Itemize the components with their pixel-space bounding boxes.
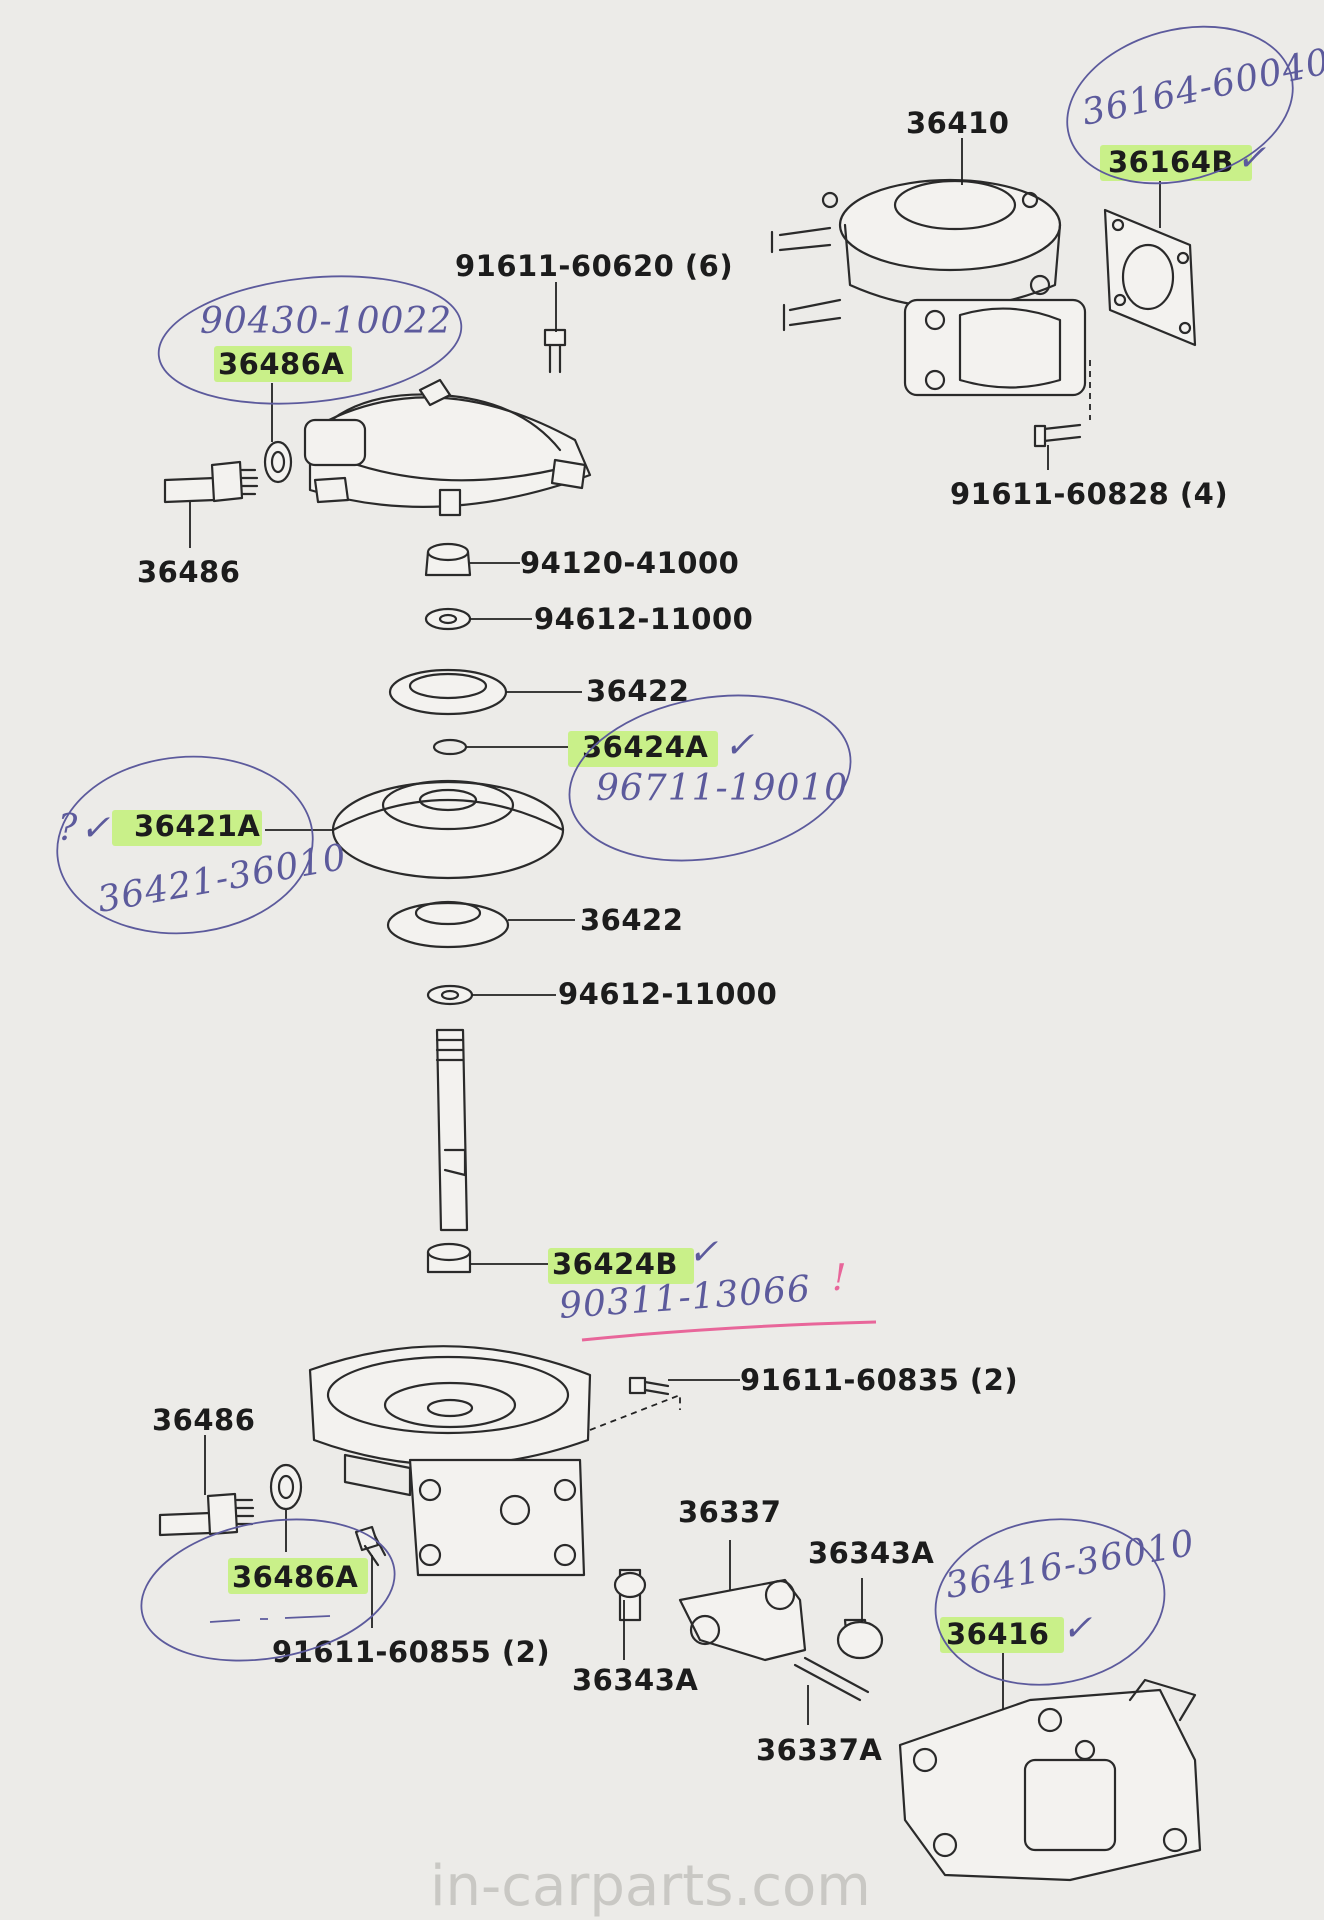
label-36337: 36337 <box>678 1495 781 1529</box>
note-36421-36010: 36421-36010 <box>94 837 350 921</box>
highlight-36424A <box>568 731 718 767</box>
label-91611-60835: 91611-60835 (2) <box>740 1363 1018 1397</box>
ink-circle-36486A-lower <box>140 1518 396 1662</box>
note-question-mark: ? <box>58 808 78 849</box>
label-36422-upper: 36422 <box>586 674 689 708</box>
label-94612-11000-upper: 94612-11000 <box>534 602 753 636</box>
label-36421A: 36421A <box>134 809 260 843</box>
label-36337A: 36337A <box>756 1733 882 1767</box>
check-36424B: ✓ <box>688 1232 719 1273</box>
ink-circle-36421 <box>56 755 314 935</box>
lever-drawing <box>613 1568 884 1702</box>
ink-circle-96711 <box>568 694 852 862</box>
label-94120-41000: 94120-41000 <box>520 546 739 580</box>
ink-circle-36164 <box>1066 25 1294 185</box>
check-36164B: ✓ <box>1236 138 1267 179</box>
watermark: in-carparts.com <box>430 1854 871 1919</box>
note-96711-19010: 96711-19010 <box>596 768 848 809</box>
highlight-36486A-lower <box>228 1558 368 1594</box>
label-36416: 36416 <box>946 1617 1049 1651</box>
highlight-36421A <box>112 810 262 846</box>
label-36410: 36410 <box>906 106 1009 140</box>
label-36486A-top: 36486A <box>218 347 344 381</box>
pink-underline <box>581 1320 877 1342</box>
bottom-assembly-drawing <box>898 1678 1202 1882</box>
label-36424A: 36424A <box>582 730 708 764</box>
label-91611-60855: 91611-60855 (2) <box>272 1635 550 1669</box>
ink-dash-marks <box>209 1615 331 1623</box>
label-91611-60828: 91611-60828 (4) <box>950 477 1228 511</box>
note-36164-60040: 36164-60040 <box>1078 41 1324 134</box>
top-assembly-drawing <box>770 178 1197 448</box>
ink-circle-90430 <box>157 275 463 405</box>
check-36421A: ✓ <box>80 808 111 849</box>
label-36486-top: 36486 <box>137 555 240 589</box>
ink-circle-36416 <box>934 1518 1166 1686</box>
highlight-36486A-top <box>214 346 352 382</box>
note-36416-36010: 36416-36010 <box>942 1523 1198 1607</box>
check-36416: ✓ <box>1062 1608 1093 1649</box>
highlight-36416 <box>940 1617 1064 1653</box>
label-36424B: 36424B <box>552 1247 678 1281</box>
top-cover-drawing <box>163 328 592 517</box>
label-36422-lower: 36422 <box>580 903 683 937</box>
note-90430-10022: 90430-10022 <box>200 301 452 342</box>
label-94612-11000-lower: 94612-11000 <box>558 977 777 1011</box>
label-36343A-left: 36343A <box>572 1663 698 1697</box>
label-36486A-lower: 36486A <box>232 1560 358 1594</box>
label-91611-60620: 91611-60620 (6) <box>455 249 733 283</box>
label-36486-lower: 36486 <box>152 1403 255 1437</box>
center-stack-drawing <box>331 542 565 1274</box>
highlight-36424B <box>548 1248 694 1284</box>
check-36424A: ✓ <box>724 725 755 766</box>
label-36343A-right: 36343A <box>808 1536 934 1570</box>
lower-housing-drawing <box>158 1345 681 1577</box>
note-exclamation: ! <box>832 1258 847 1299</box>
label-36164B: 36164B <box>1108 145 1234 179</box>
